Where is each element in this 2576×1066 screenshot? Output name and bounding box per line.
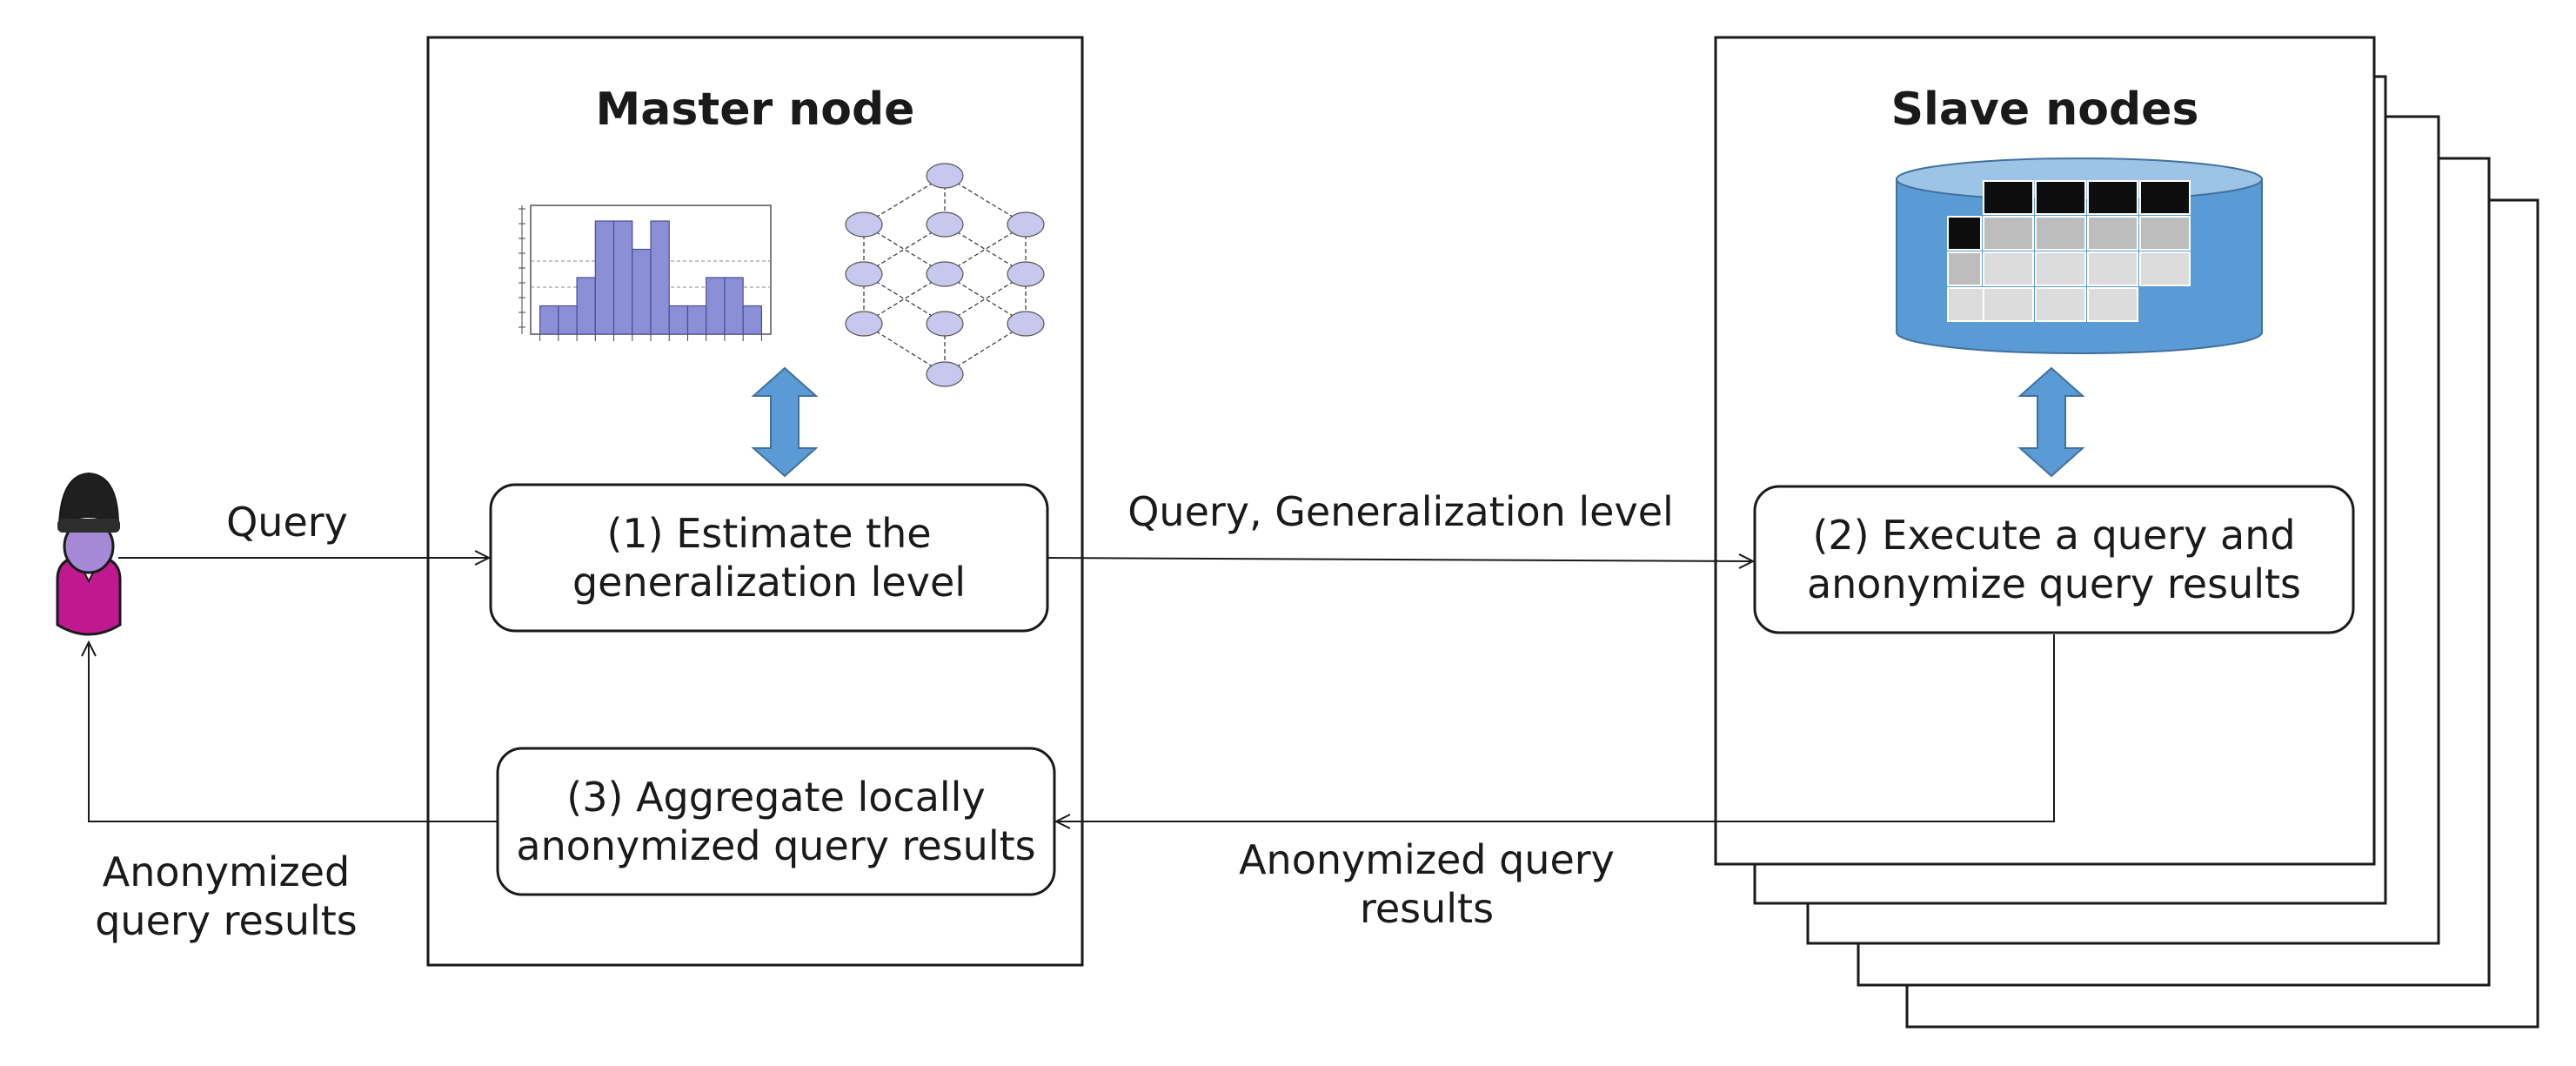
lattice-node xyxy=(926,361,964,387)
db-table-cell xyxy=(2035,251,2086,286)
db-table-cell xyxy=(1983,216,2034,251)
query-gen-level-arrow xyxy=(1047,558,1753,561)
lattice-node xyxy=(845,261,883,287)
slave-nodes-title: Slave nodes xyxy=(1890,84,2199,136)
lattice-node xyxy=(1007,211,1045,238)
histogram-bar xyxy=(706,277,726,335)
db-table-cell xyxy=(1983,251,2034,286)
histogram-bar xyxy=(650,220,670,335)
histogram-bar xyxy=(576,277,596,335)
query-gen-level-label: Query, Generalization level xyxy=(1127,488,1674,535)
db-table-cell xyxy=(1947,216,1982,251)
histogram-icon xyxy=(519,204,772,341)
histogram-bar xyxy=(539,305,559,335)
histogram-bar xyxy=(742,305,762,335)
histogram-bar xyxy=(724,277,744,335)
step3-label: (3) Aggregate locally anonymized query r… xyxy=(516,774,1036,869)
db-table-cell xyxy=(2035,180,2086,215)
master-double-arrow-icon xyxy=(751,366,819,478)
step2-label: (2) Execute a query and anonymize query … xyxy=(1806,512,2302,607)
lattice-node xyxy=(926,163,964,189)
db-table-cell xyxy=(2139,251,2191,286)
lattice-icon xyxy=(845,163,1045,387)
db-table-cell xyxy=(2035,287,2086,322)
histogram-bar xyxy=(612,220,633,335)
db-table-cell xyxy=(1947,251,1982,286)
histogram-bar xyxy=(558,305,578,335)
slave-double-arrow-icon xyxy=(2017,366,2085,478)
db-table-cell xyxy=(1983,180,2034,215)
anon-results-user-label: Anonymized query results xyxy=(95,848,358,944)
anon-results-to-user-arrow xyxy=(89,642,498,822)
query-label: Query xyxy=(226,499,348,546)
lattice-node xyxy=(926,261,964,287)
anon-results-slave-label: Anonymized query results xyxy=(1239,836,1615,932)
histogram-bar xyxy=(668,305,689,335)
histogram-bar xyxy=(632,248,652,335)
lattice-node xyxy=(1007,311,1045,337)
lattice-node xyxy=(845,311,883,337)
master-node-title: Master node xyxy=(595,84,915,136)
database-icon xyxy=(1896,158,2263,354)
db-table-cell xyxy=(2087,287,2138,322)
step1-label: (1) Estimate the generalization level xyxy=(572,510,967,606)
histogram-bar xyxy=(594,220,615,335)
db-table-cell xyxy=(2139,180,2191,215)
db-table-cell xyxy=(2139,216,2191,251)
lattice-node xyxy=(845,211,883,238)
db-table-cell xyxy=(2087,180,2138,215)
db-table-cell xyxy=(2087,251,2138,286)
anon-results-to-master-arrow xyxy=(1056,634,2055,821)
user-icon xyxy=(56,472,122,636)
db-table-cell xyxy=(2035,216,2086,251)
db-table-cell xyxy=(2087,216,2138,251)
lattice-node xyxy=(1007,261,1045,287)
histogram-bar xyxy=(686,305,707,335)
lattice-node xyxy=(926,211,964,238)
db-table-cell xyxy=(1983,287,2034,322)
lattice-node xyxy=(926,311,964,337)
